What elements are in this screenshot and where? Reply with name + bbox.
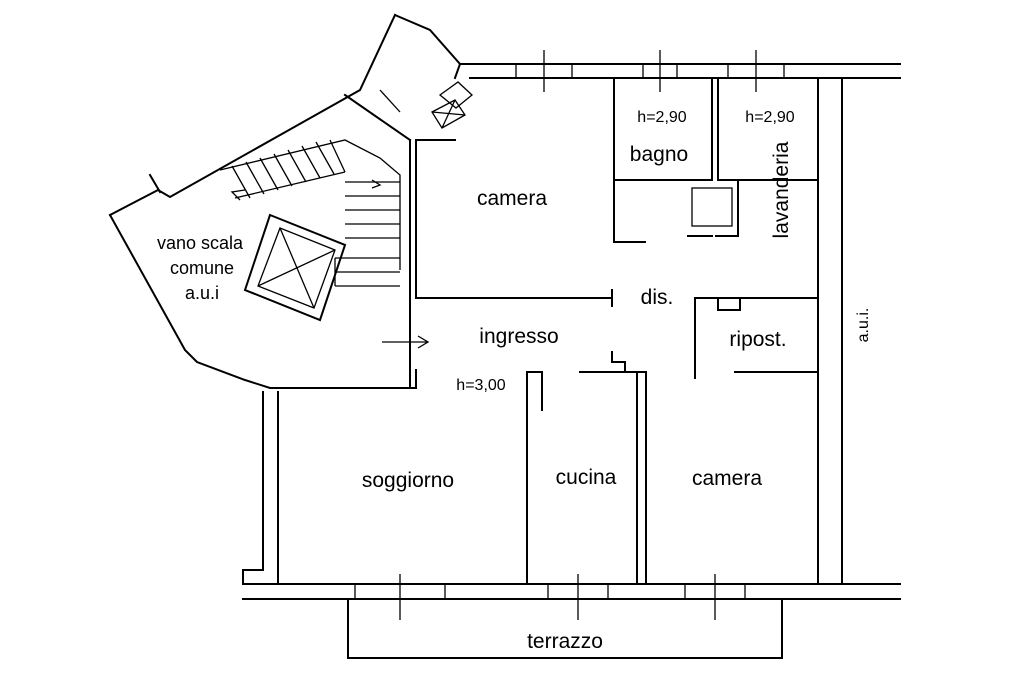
room-label-camera-bottom: camera: [692, 467, 762, 490]
room-label-terrazzo: terrazzo: [527, 630, 603, 653]
entrance-arrow: [382, 335, 430, 349]
room-label-ingresso: ingresso: [479, 325, 558, 348]
room-label-camera-top: camera: [477, 187, 547, 210]
interior-walls: [277, 77, 819, 585]
labels: camera h=2,90 bagno h=2,90 lavanderia di…: [157, 109, 872, 653]
room-label-soggiorno: soggiorno: [362, 469, 454, 492]
room-label-bagno: bagno: [630, 143, 688, 166]
stair-label-line3: a.u.i: [185, 283, 219, 303]
exterior-walls: [242, 63, 901, 600]
windows: [354, 50, 785, 620]
stair-label-line1: vano scala: [157, 233, 244, 253]
stair-label-line2: comune: [170, 258, 234, 278]
terrace-outline: [347, 598, 783, 659]
height-label-ingresso: h=3,00: [456, 377, 505, 394]
room-label-ripost: ripost.: [729, 328, 786, 351]
height-label-bagno: h=2,90: [637, 109, 686, 126]
stair-well: [108, 13, 473, 389]
height-label-lavanderia: h=2,90: [745, 109, 794, 126]
stair-steps: [219, 139, 401, 322]
room-label-cucina: cucina: [556, 466, 617, 489]
room-label-dis: dis.: [641, 286, 674, 309]
room-label-lavanderia: lavanderia: [770, 141, 793, 238]
neighbor-label: a.u.i.: [855, 308, 872, 343]
